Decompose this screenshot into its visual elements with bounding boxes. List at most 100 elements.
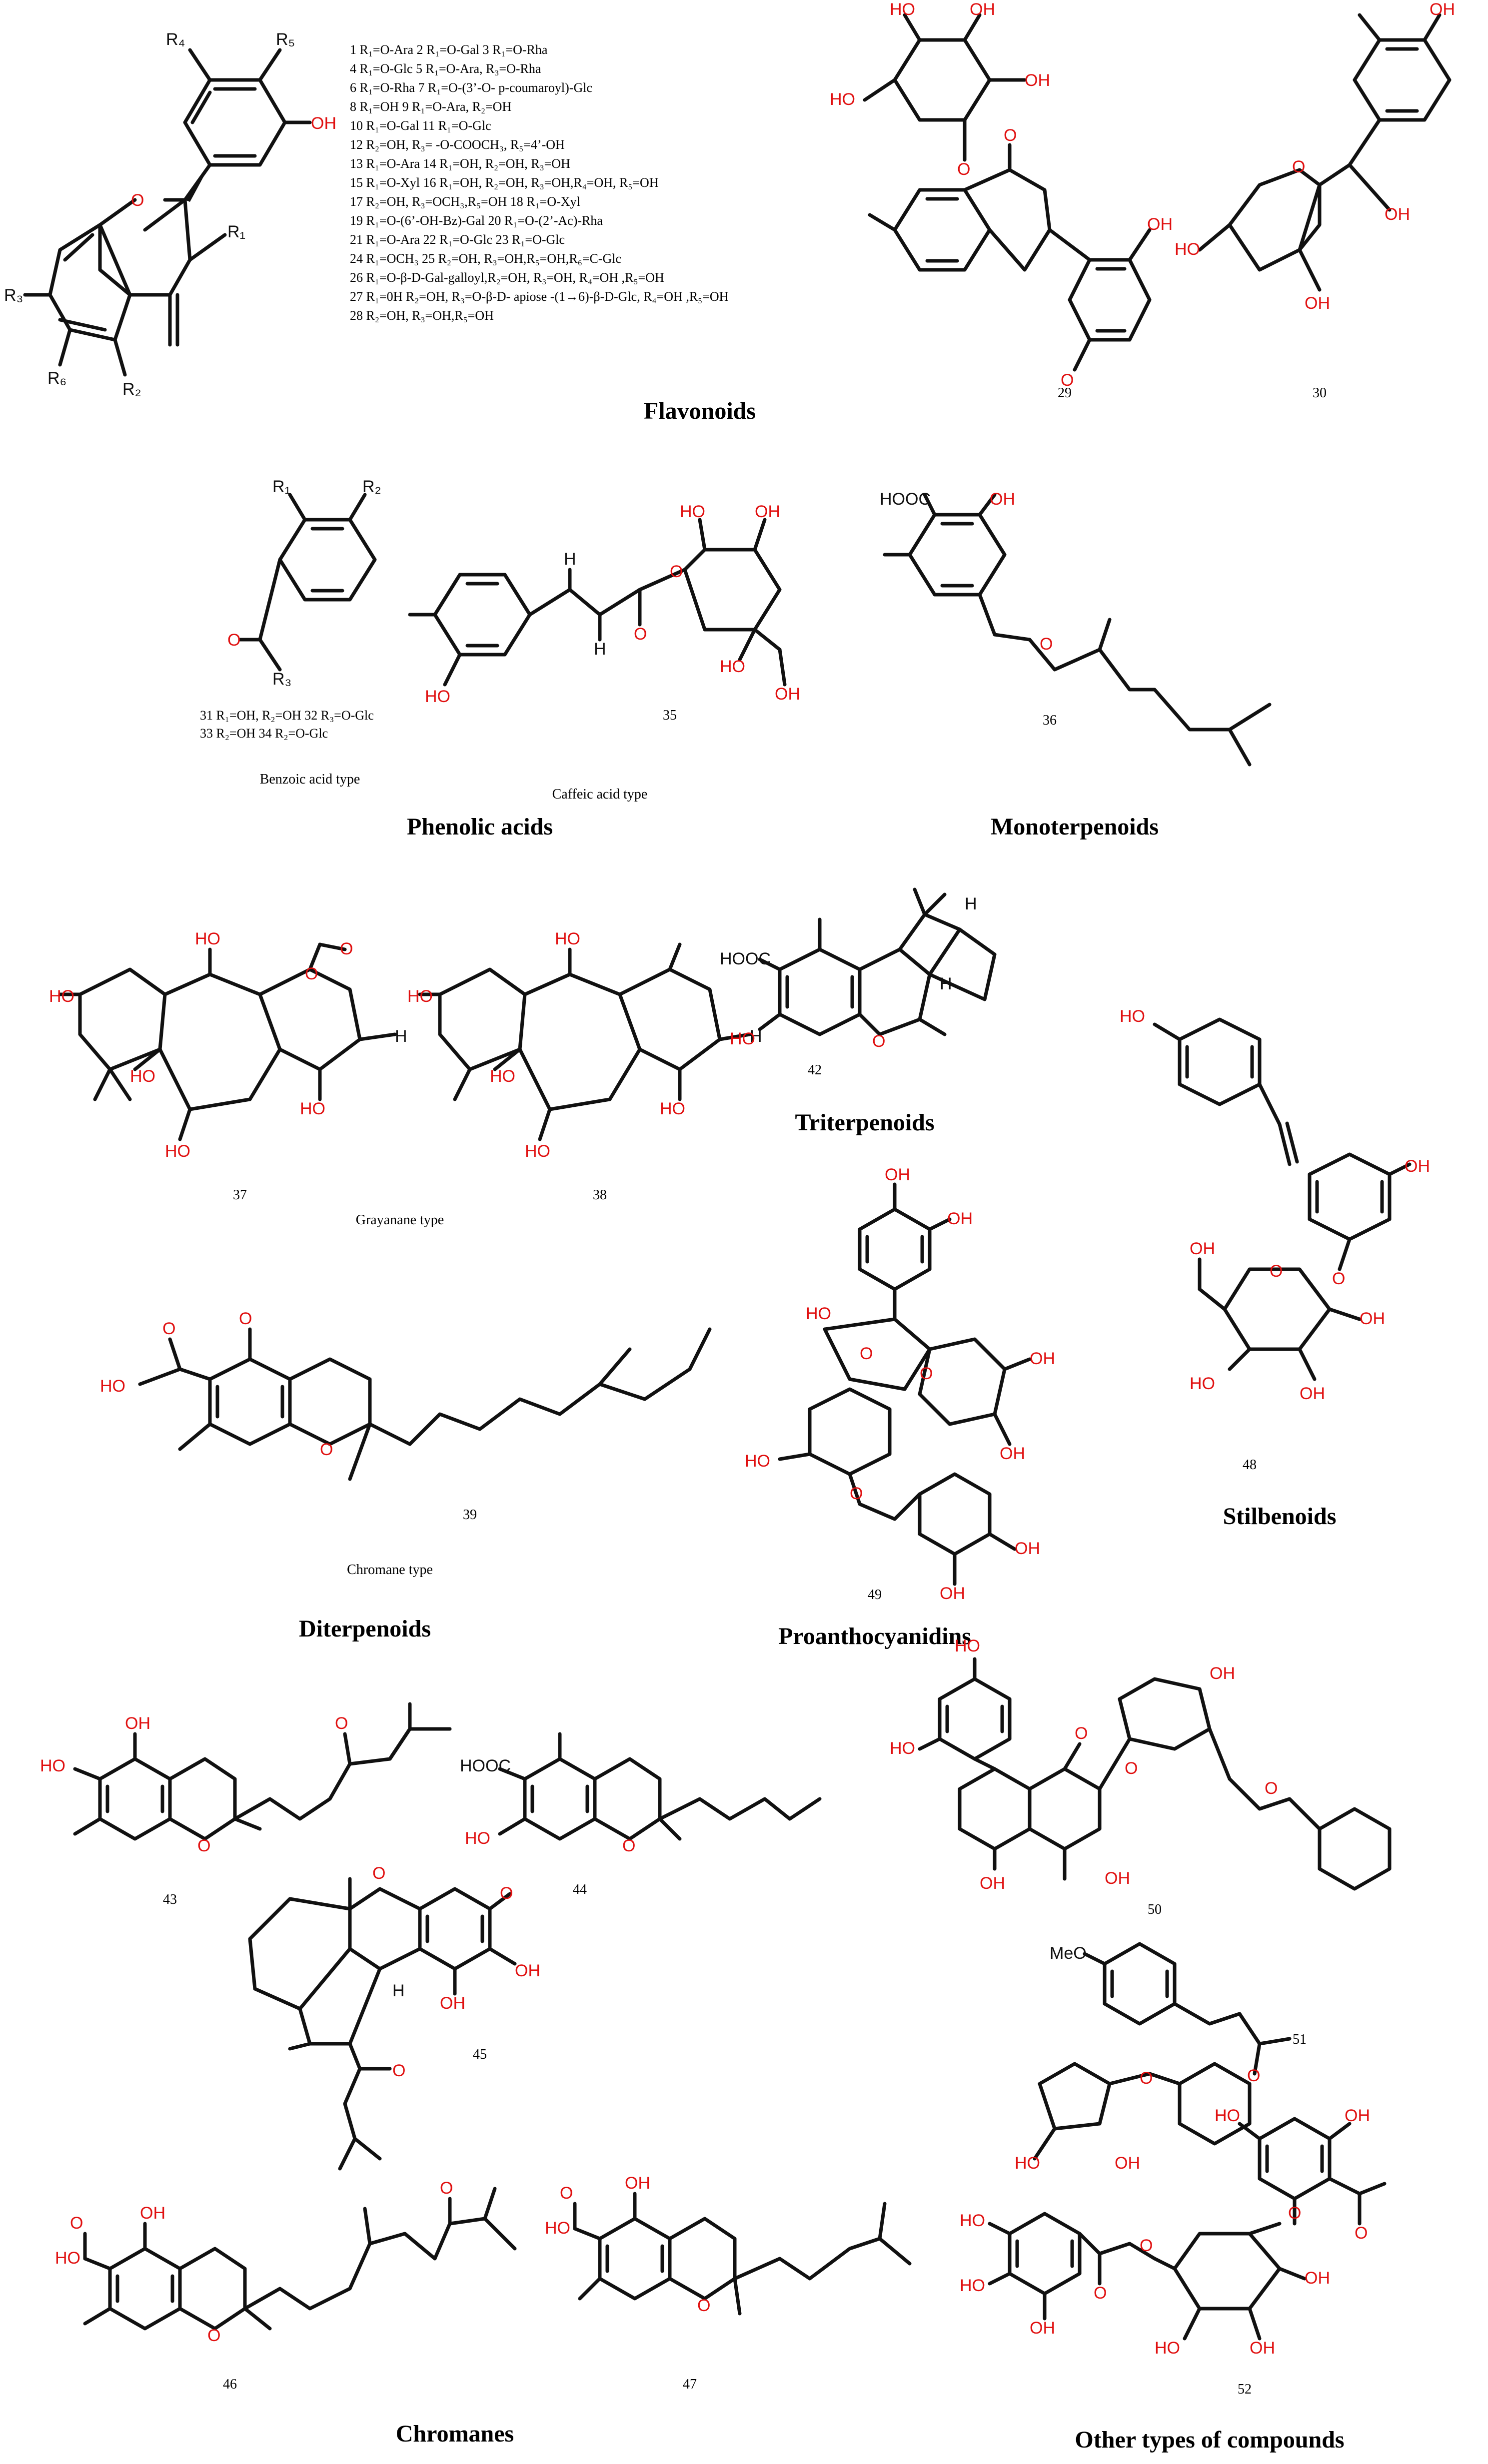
o-label: O: [1292, 157, 1305, 176]
compound-51-structure: [1033, 1942, 1292, 2161]
subtype-caffeic: Caffeic acid type: [552, 787, 648, 802]
compound-52-number: 52: [1238, 2382, 1252, 2397]
flavonoid-substituent-list: 1 R₁=O-Ara 2 R₁=O-Gal 3 R₁=O-Rha 4 R₁=O-…: [350, 42, 729, 323]
section-title-chromanes: Chromanes: [396, 2421, 514, 2447]
o-label: O: [920, 1364, 933, 1383]
compound-50-structure: [918, 1657, 1392, 1891]
compound-39-number: 39: [463, 1507, 477, 1523]
ho-label: HO: [680, 502, 705, 521]
oh-label: OH: [1115, 2154, 1140, 2173]
flavonoid-r-line: 1 R₁=O-Ara 2 R₁=O-Gal 3 R₁=O-Rha: [350, 42, 548, 57]
compound-38-structure: [418, 942, 752, 1141]
oh-label: OH: [625, 2174, 650, 2193]
compound-47-number: 47: [683, 2377, 697, 2392]
flavonoid-r-line: 21 R₁=O-Ara 22 R₁=O-Glc 23 R₁=O-Glc: [350, 232, 565, 247]
r3-label: R₃: [4, 286, 23, 305]
o-label: O: [340, 939, 353, 958]
h-label: H: [564, 550, 576, 569]
o-label: O: [860, 1344, 873, 1363]
r1-label: R₁: [272, 477, 290, 496]
compound-44-number: 44: [573, 1882, 587, 1897]
o-label: O: [1265, 1779, 1278, 1798]
o-label: O: [957, 160, 970, 179]
oh-label: O: [239, 1309, 252, 1328]
ho-label: HO: [890, 1739, 915, 1758]
h-label: H: [594, 640, 606, 659]
r2-label: R₂: [122, 380, 141, 399]
oh-label: OH: [1300, 1384, 1325, 1403]
compound-48-structure: [1153, 1017, 1412, 1381]
subtype-grayanane: Grayanane type: [356, 1212, 444, 1228]
ho-label: HO: [49, 987, 74, 1006]
compound-38-number: 38: [593, 1187, 607, 1203]
hooc-label: HOOC: [880, 490, 931, 509]
o-label: O: [1355, 2224, 1368, 2243]
o-label: O: [1332, 1269, 1345, 1288]
compound-52-structure: [988, 2117, 1387, 2341]
compound-46-structure: [83, 2187, 517, 2331]
o-label: O: [392, 2061, 405, 2080]
o-label: O: [305, 964, 318, 983]
subtype-chromane: Chromane type: [347, 1562, 433, 1578]
o-ring-label: O: [207, 2326, 220, 2345]
oh-label: OH: [1305, 294, 1330, 313]
oh-label: OH: [1305, 2269, 1330, 2288]
oh-label: OH: [947, 1209, 973, 1228]
flavonoid-r-line: 8 R₁=OH 9 R₁=O-Ara, R₂=OH: [350, 99, 511, 114]
ho-label: HO: [1190, 1374, 1215, 1393]
compound-29-number: 29: [1058, 385, 1072, 401]
compound-42-structure: [758, 887, 997, 1036]
compound-35-structure: [408, 518, 787, 687]
ho-label: HO: [720, 657, 745, 676]
ho-label: HO: [1175, 240, 1200, 259]
compound-30-number: 30: [1313, 385, 1327, 401]
compound-37-number: 37: [233, 1187, 247, 1203]
o-label: O: [440, 2179, 453, 2198]
h-label: H: [392, 1981, 405, 2000]
o-label: O: [872, 1032, 885, 1051]
flavonoid-r-line: 28 R₂=OH, R₃=OH,R₅=OH: [350, 308, 494, 323]
flavonoid-r-line: 15 R₁=O-Xyl 16 R₁=OH, R₂=OH, R₃=OH,R₄=OH…: [350, 175, 659, 190]
oh-label: OH: [990, 490, 1015, 509]
o-label: O: [634, 625, 647, 644]
compound-43-structure: [73, 1702, 452, 1841]
hooc-label: HOOC: [460, 1756, 511, 1775]
compound-49-structure: [778, 1182, 1032, 1586]
compound-46-number: 46: [223, 2377, 237, 2392]
section-title-triterpenoids: Triterpenoids: [795, 1109, 934, 1136]
ho-label: HO: [525, 1142, 550, 1161]
compound-39-structure: [138, 1327, 712, 1481]
o-label: O: [670, 562, 683, 581]
oh-label: OH: [1105, 1869, 1130, 1888]
benzoic-acid-scaffold: [238, 493, 377, 672]
oh-label: OH: [1015, 1539, 1040, 1558]
h-label: H: [965, 894, 977, 913]
ho-label: HO: [407, 987, 433, 1006]
compound-45-number: 45: [473, 2047, 487, 2062]
o-label: O: [850, 1484, 863, 1503]
compound-35-number: 35: [663, 708, 677, 723]
o-label: O: [1247, 2066, 1260, 2085]
ho-label: HO: [300, 1099, 325, 1118]
flavonoid-r-line: 17 R₂=OH, R₃=OCH₃,R₅=OH 18 R₁=O-Xyl: [350, 194, 580, 209]
h-label: H: [940, 974, 952, 993]
flavonoid-r-line: 24 R₁=OCH₃ 25 R₂=OH, R₃=OH,R₅=OH,R₆=C-Gl…: [350, 251, 621, 266]
o-label: O: [1040, 635, 1053, 654]
oh-label: OH: [1360, 1309, 1385, 1328]
r2-label: R₂: [362, 477, 381, 496]
o-label: O: [1140, 2069, 1153, 2088]
section-title-diterpenoids: Diterpenoids: [299, 1616, 431, 1642]
oh-label: OH: [1430, 0, 1455, 19]
ho-label: HO: [1015, 2154, 1040, 2173]
compound-29-structure: [863, 13, 1152, 372]
compound-44-structure: [498, 1732, 822, 1841]
flavonoid-r-line: 12 R₂=OH, R₃= -O-COOCH₃, R₅=4’-OH: [350, 137, 565, 152]
r6-label: R₆: [47, 369, 66, 388]
section-title-flavonoids: Flavonoids: [644, 398, 756, 424]
o-label: O: [560, 2184, 573, 2203]
flavonoid-scaffold: [23, 48, 312, 377]
h-label: H: [395, 1027, 407, 1046]
ho-label: HO: [955, 1637, 980, 1655]
o-label: O: [500, 1884, 513, 1903]
